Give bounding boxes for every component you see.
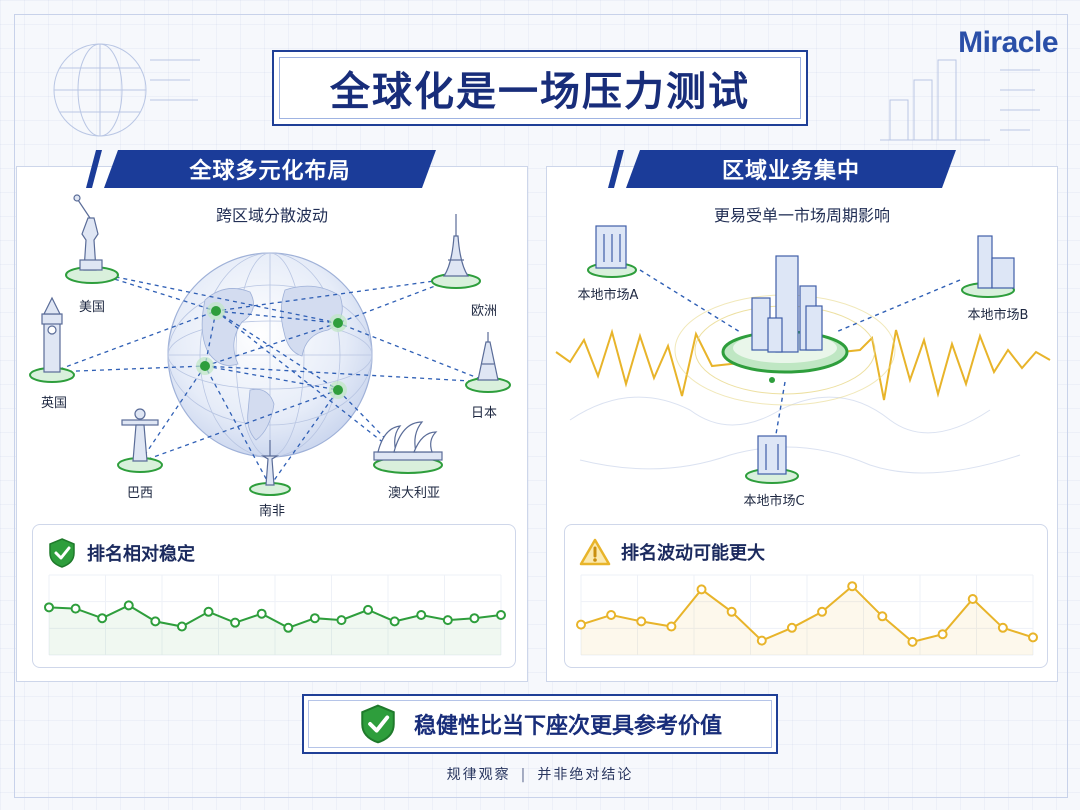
- stable-trend-point: [256, 608, 267, 619]
- stable-trend-point: [442, 615, 453, 626]
- shield-check-icon: [49, 538, 75, 568]
- stable-trend-point: [416, 610, 427, 620]
- volatile-trend-chart: [576, 574, 1038, 656]
- footer-left: 规律观察: [446, 767, 511, 783]
- stable-trend-point: [150, 616, 161, 627]
- stable-trend-point: [469, 613, 480, 624]
- right-banner: 区域业务集中: [626, 150, 956, 188]
- label-usa: 美国: [78, 300, 106, 315]
- footer-separator: |: [520, 767, 528, 783]
- left-subtitle: 跨区域分散波动: [215, 206, 328, 225]
- stable-trend-chart: [44, 574, 506, 656]
- volatile-trend-point: [997, 622, 1008, 633]
- blueprint-chart-decoration: [880, 59, 1040, 141]
- stable-ranking-card: 排名相对稳定: [32, 524, 516, 668]
- label-market-c: 本地市场C: [743, 494, 805, 509]
- label-brazil: 巴西: [126, 486, 154, 501]
- volatile-card-title: 排名波动可能更大: [621, 543, 765, 564]
- volatile-trend-point: [726, 606, 737, 617]
- volatile-trend-point: [877, 611, 888, 622]
- volatile-trend-point: [786, 622, 797, 633]
- stable-trend-point: [283, 622, 294, 633]
- right-subtitle: 更易受单一市场周期影响: [713, 206, 890, 225]
- volatile-card-header: 排名波动可能更大: [579, 537, 765, 567]
- stable-trend-point: [97, 613, 108, 624]
- label-japan: 日本: [470, 406, 498, 421]
- stable-trend-point: [123, 600, 134, 611]
- footer: 规律观察 | 并非绝对结论: [0, 764, 1080, 784]
- label-uk: 英国: [40, 396, 68, 411]
- conclusion-box: 稳健性比当下座次更具参考价值: [302, 694, 778, 754]
- footer-right: 并非绝对结论: [537, 767, 634, 783]
- stable-trend-point: [203, 606, 214, 617]
- stable-card-header: 排名相对稳定: [47, 537, 195, 569]
- shield-check-icon: [361, 704, 395, 744]
- volatile-trend-point: [817, 606, 828, 617]
- label-europe: 欧洲: [470, 304, 498, 319]
- volatile-trend-point: [666, 621, 677, 632]
- volatile-trend-point: [967, 594, 978, 604]
- volatile-trend-point: [576, 619, 586, 630]
- globe-sketch-decoration: [53, 43, 200, 137]
- warning-icon: [579, 538, 611, 566]
- title-box: 全球化是一场压力测试: [272, 50, 808, 126]
- volatile-trend-point: [636, 616, 647, 627]
- volatile-trend-point: [847, 581, 858, 592]
- stable-trend-point: [176, 621, 187, 632]
- stable-trend-area: [49, 605, 501, 655]
- stable-trend-point: [309, 613, 320, 624]
- stable-trend-point: [363, 604, 374, 615]
- stable-card-title: 排名相对稳定: [87, 544, 195, 565]
- volatile-trend-point: [937, 629, 948, 640]
- stable-trend-point: [44, 602, 54, 613]
- volatile-trend-point: [606, 610, 617, 620]
- stable-trend-point: [389, 616, 400, 627]
- stable-trend-point: [336, 615, 347, 626]
- page-title: 全球化是一场压力测试: [330, 69, 750, 115]
- stable-trend-point: [496, 610, 506, 620]
- volatile-trend-point: [1028, 632, 1038, 643]
- label-market-a: 本地市场A: [577, 288, 639, 303]
- brand-logo: Miracle: [958, 26, 1058, 59]
- label-australia: 澳大利亚: [387, 486, 441, 501]
- volatile-ranking-card: 排名波动可能更大: [564, 524, 1048, 668]
- page-frame: [14, 14, 1068, 798]
- stable-trend-point: [70, 603, 81, 614]
- label-south-africa: 南非: [258, 504, 286, 519]
- left-banner: 全球多元化布局: [104, 150, 436, 188]
- conclusion-text: 稳健性比当下座次更具参考价值: [413, 714, 722, 739]
- volatile-trend-point: [907, 636, 918, 647]
- volatile-trend-point: [696, 584, 707, 595]
- stable-trend-point: [230, 617, 241, 628]
- volatile-trend-point: [756, 635, 767, 646]
- volatile-trend-line: [580, 584, 1034, 643]
- label-market-b: 本地市场B: [967, 308, 1029, 323]
